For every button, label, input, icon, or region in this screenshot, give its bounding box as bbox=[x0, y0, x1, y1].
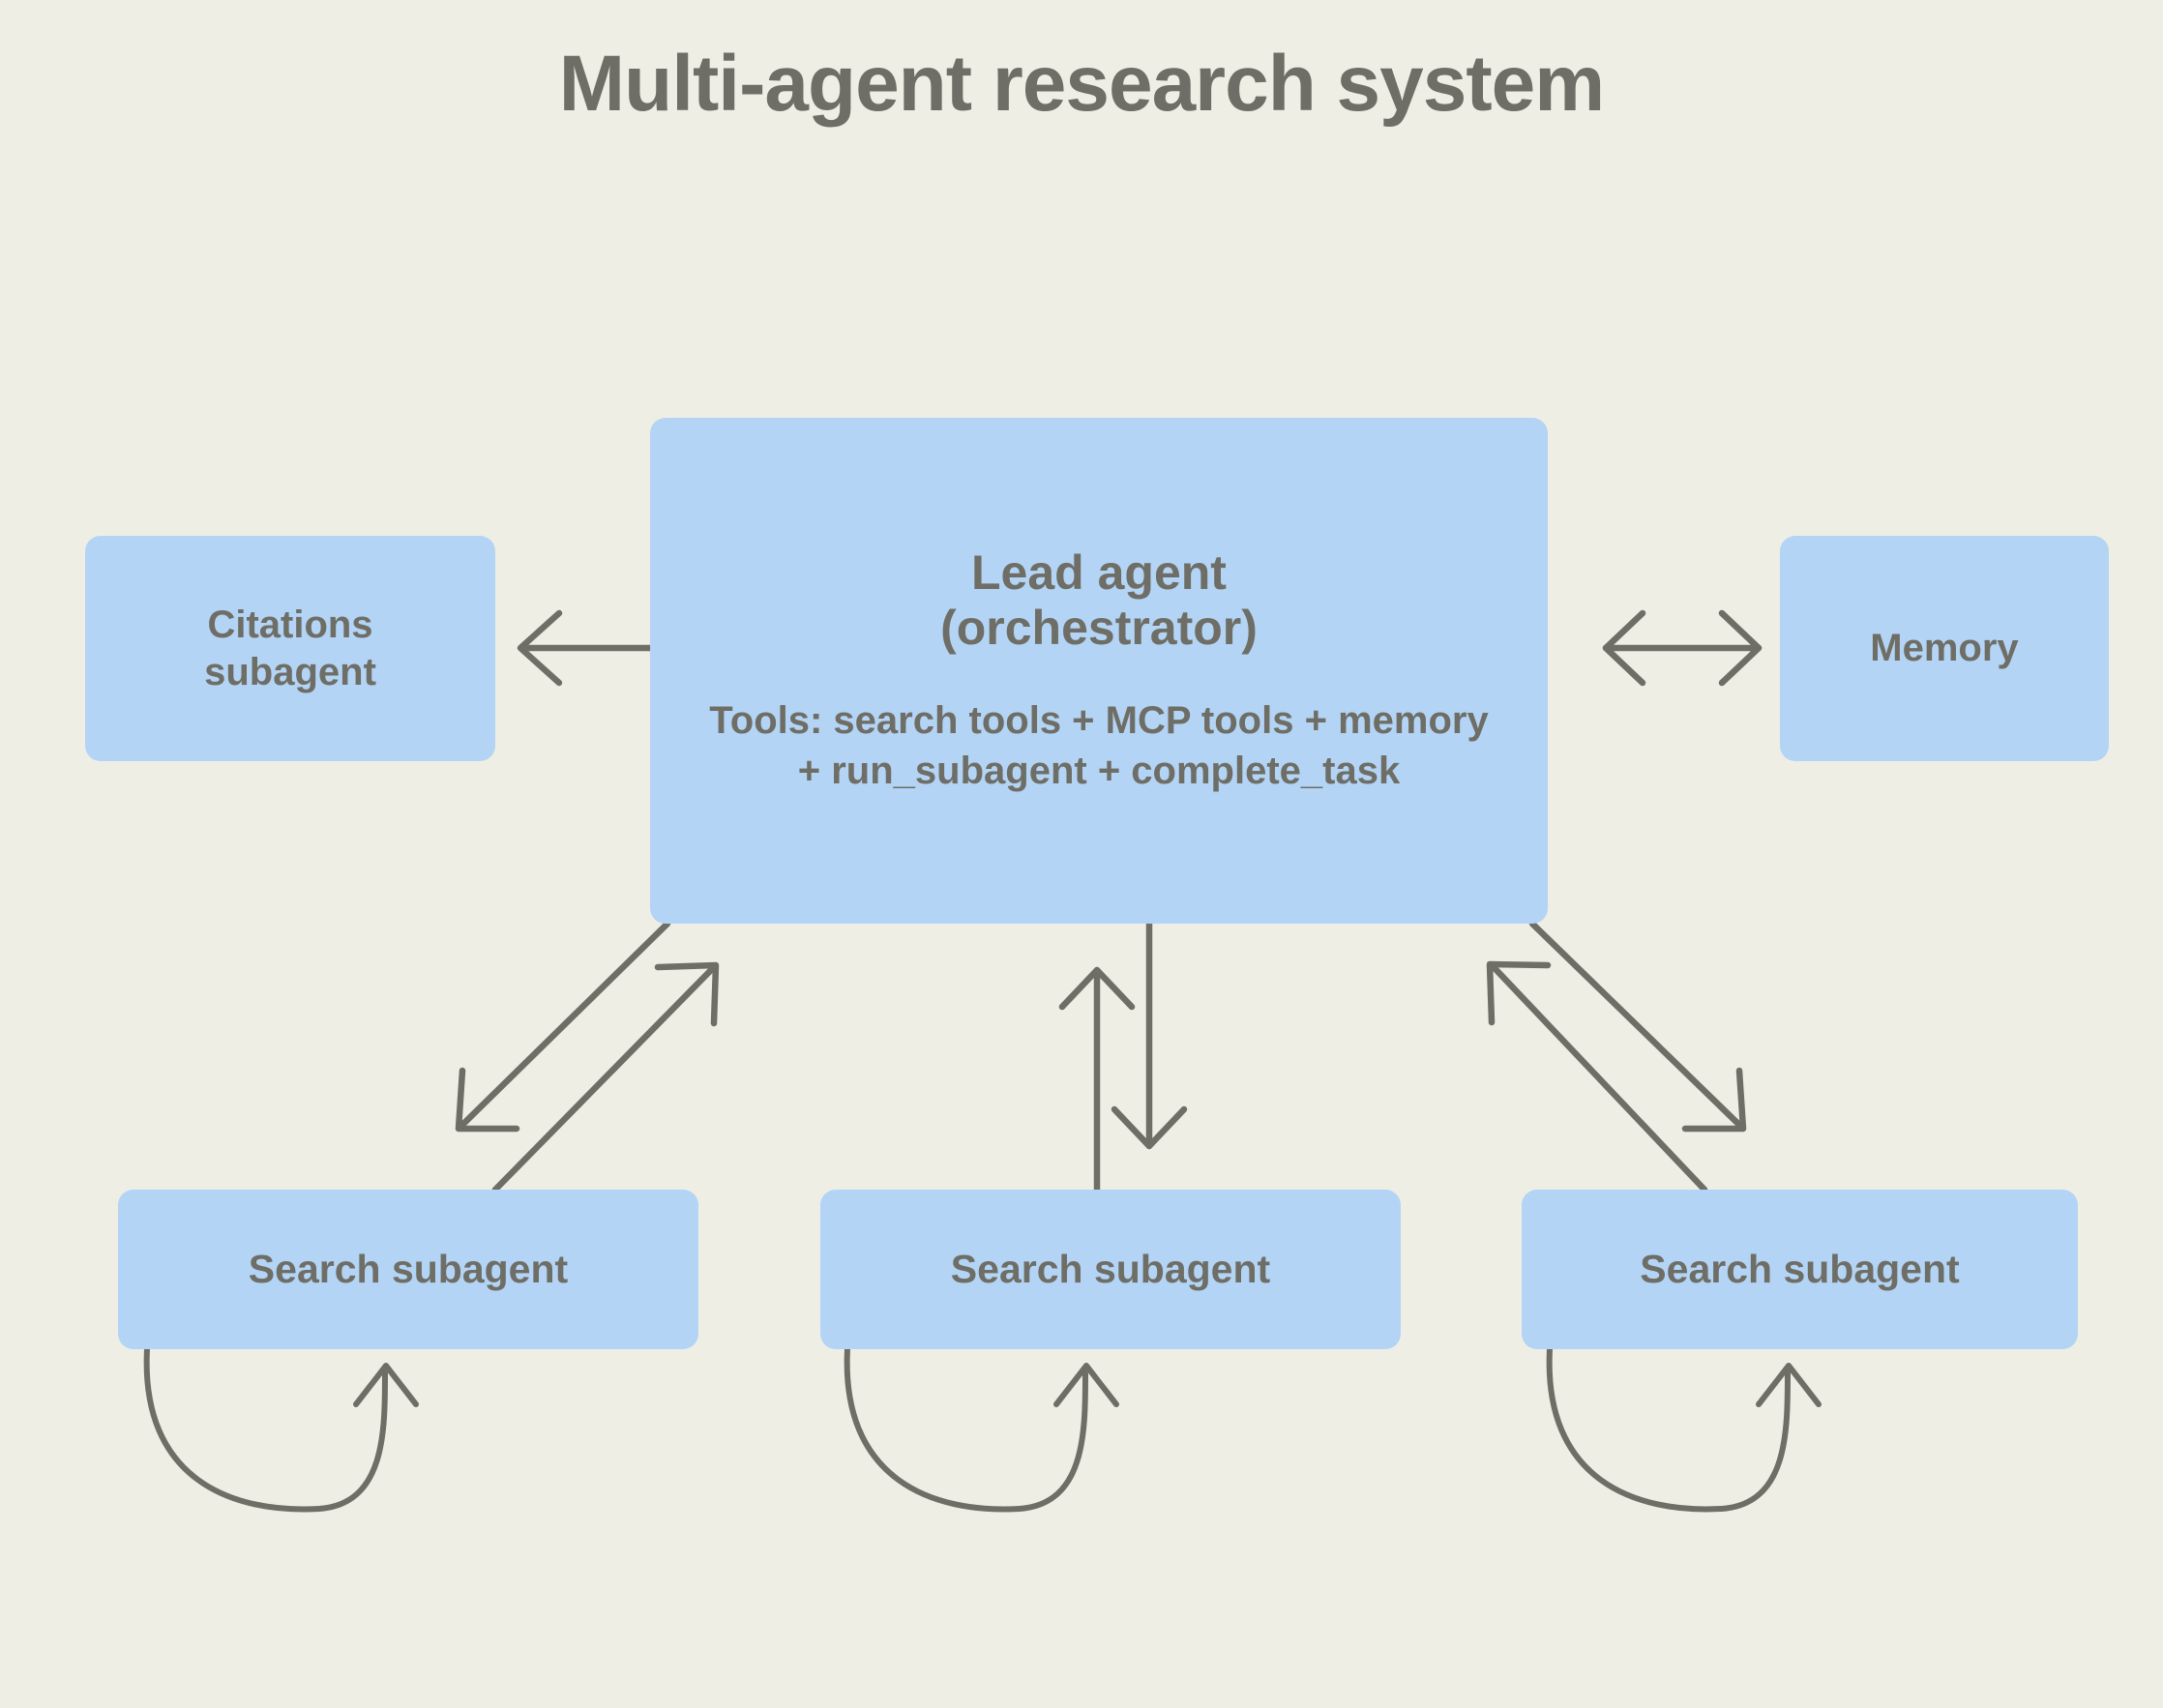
search-subagent-1-label: Search subagent bbox=[248, 1247, 569, 1291]
node-citations-subagent[interactable]: Citations subagent bbox=[85, 536, 495, 761]
lead-agent-title-line2: (orchestrator) bbox=[940, 601, 1258, 656]
search-subagent-2-label: Search subagent bbox=[950, 1247, 1271, 1291]
edge-lead-to-search-3 bbox=[1528, 920, 1747, 1133]
node-search-subagent-3[interactable]: Search subagent bbox=[1522, 1190, 2078, 1349]
edge-search-2-to-lead bbox=[1058, 966, 1136, 1193]
lead-agent-tools-text: Tools: search tools + MCP tools + memory… bbox=[709, 699, 1489, 792]
lead-agent-title-line1: Lead agent bbox=[971, 545, 1227, 601]
edge-search-1-to-lead bbox=[491, 961, 720, 1193]
node-memory[interactable]: Memory bbox=[1780, 536, 2109, 761]
node-search-subagent-1[interactable]: Search subagent bbox=[118, 1190, 698, 1349]
edge-search-2-self-loop bbox=[844, 1346, 1119, 1513]
edge-search-1-self-loop bbox=[143, 1346, 419, 1513]
citations-subagent-label-line1: Citations bbox=[207, 603, 373, 646]
edge-lead-to-search-2 bbox=[1111, 920, 1188, 1150]
edge-search-3-to-lead bbox=[1486, 960, 1708, 1193]
memory-label: Memory bbox=[1870, 627, 2019, 669]
edge-lead-to-citations bbox=[517, 609, 654, 687]
node-lead-agent[interactable]: Lead agent (orchestrator) Tools: search … bbox=[650, 418, 1548, 924]
edge-lead-to-search-1 bbox=[455, 920, 671, 1133]
node-search-subagent-2[interactable]: Search subagent bbox=[820, 1190, 1401, 1349]
search-subagent-3-label: Search subagent bbox=[1640, 1247, 1960, 1291]
citations-subagent-label-line2: subagent bbox=[204, 650, 376, 693]
edge-lead-to-memory bbox=[1602, 609, 1763, 687]
lead-agent-title: Lead agent (orchestrator) bbox=[940, 545, 1258, 656]
page-title: Multi-agent research system bbox=[558, 40, 1605, 128]
edge-search-3-self-loop bbox=[1546, 1346, 1822, 1513]
